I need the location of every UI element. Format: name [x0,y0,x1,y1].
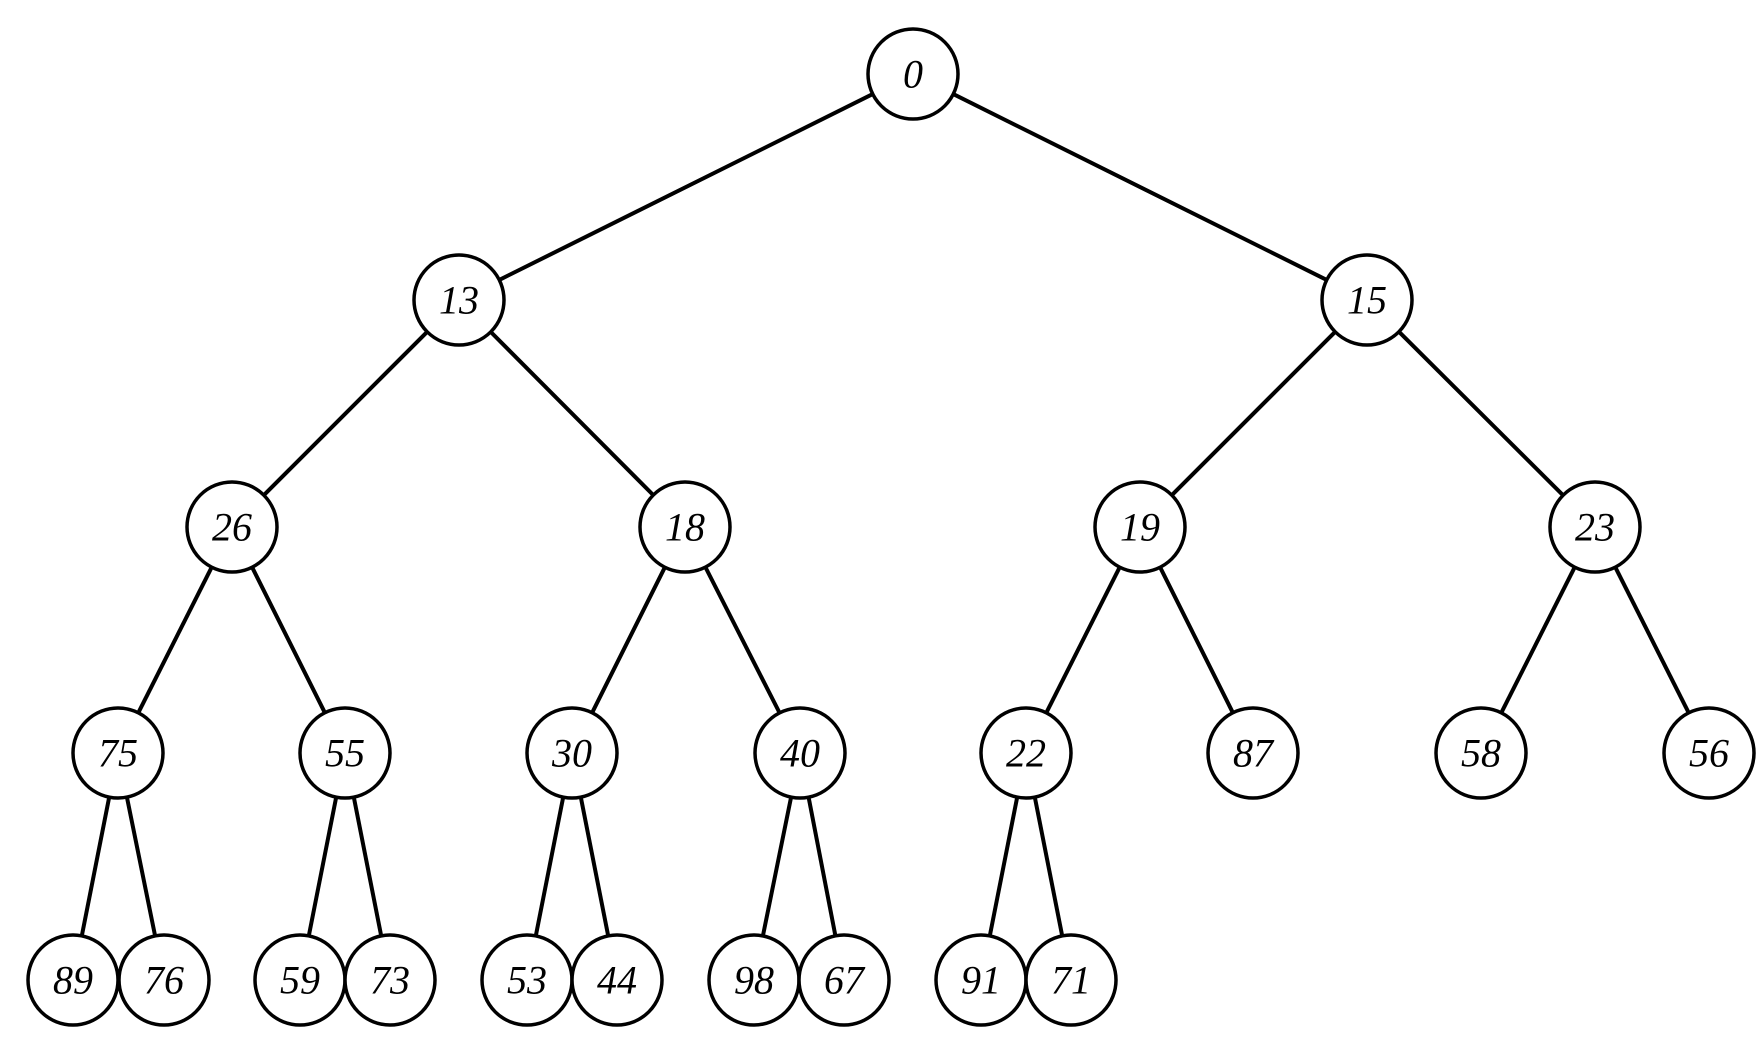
tree-node-53: 53 [480,933,574,1027]
edge-22-71 [1032,796,1065,937]
node-circle [753,706,847,800]
node-label: 22 [1006,731,1046,776]
edge-40-67 [806,796,838,937]
tree-node-22: 22 [979,706,1073,800]
node-label: 19 [1120,505,1160,550]
edge-23-56 [1613,566,1691,714]
node-label: 73 [370,958,410,1003]
edge-19-22 [1044,566,1122,714]
node-label: 59 [280,958,320,1003]
edge-13-18 [489,330,655,497]
node-label: 91 [961,958,1001,1003]
edge-0-13 [498,92,874,282]
node-circle [866,27,960,121]
tree-node-13: 13 [412,253,506,347]
tree-node-30: 30 [525,706,619,800]
node-circle [797,933,891,1027]
node-label: 98 [734,958,774,1003]
node-label: 76 [144,958,184,1003]
tree-node-23: 23 [1548,480,1642,574]
node-circle [343,933,437,1027]
node-circle [412,253,506,347]
node-label: 55 [325,731,365,776]
node-label: 53 [507,958,547,1003]
tree-node-18: 18 [638,480,732,574]
tree-node-73: 73 [343,933,437,1027]
tree-node-59: 59 [253,933,347,1027]
tree-node-75: 75 [71,706,165,800]
edge-0-15 [952,92,1328,282]
tree-node-87: 87 [1206,706,1300,800]
node-label: 67 [824,958,866,1003]
tree-node-44: 44 [570,933,664,1027]
node-circle [525,706,619,800]
node-circle [117,933,211,1027]
edge-75-76 [124,796,158,937]
tree-node-15: 15 [1320,253,1414,347]
node-label: 0 [903,52,923,97]
node-label: 30 [551,731,592,776]
tree-node-71: 71 [1024,933,1118,1027]
edge-30-53 [533,796,566,937]
tree-node-89: 89 [26,933,120,1027]
edge-40-98 [760,796,794,937]
node-label: 13 [439,278,479,323]
tree-node-91: 91 [934,933,1028,1027]
edge-26-75 [136,566,214,714]
node-circle [979,706,1073,800]
node-circle [298,706,392,800]
edges-layer [79,92,1691,937]
node-label: 71 [1051,958,1091,1003]
tree-node-19: 19 [1093,480,1187,574]
tree-node-40: 40 [753,706,847,800]
node-label: 75 [98,731,138,776]
tree-node-26: 26 [185,480,279,574]
edge-15-23 [1397,330,1565,497]
node-circle [570,933,664,1027]
edge-18-40 [703,566,782,714]
edge-30-44 [578,796,611,937]
tree-node-67: 67 [797,933,891,1027]
edge-19-87 [1158,566,1235,714]
tree-node-55: 55 [298,706,392,800]
tree-node-98: 98 [707,933,801,1027]
tree-node-58: 58 [1434,706,1528,800]
node-label: 26 [212,505,252,550]
node-circle [1548,480,1642,574]
node-label: 58 [1461,731,1501,776]
node-label: 44 [597,958,637,1003]
tree-node-0: 0 [866,27,960,121]
node-circle [71,706,165,800]
node-circle [185,480,279,574]
node-circle [1320,253,1414,347]
node-circle [1024,933,1118,1027]
edge-22-91 [987,796,1020,937]
node-circle [1434,706,1528,800]
node-label: 40 [780,731,820,776]
node-circle [1206,706,1300,800]
node-label: 87 [1233,731,1275,776]
edge-13-26 [262,330,429,497]
node-label: 89 [53,958,93,1003]
tree-node-56: 56 [1662,706,1756,800]
node-label: 15 [1347,278,1387,323]
node-circle [1662,706,1756,800]
node-label: 56 [1689,731,1729,776]
edge-55-59 [306,796,339,937]
edge-23-58 [1499,566,1577,714]
edge-15-19 [1170,330,1337,497]
tree-node-76: 76 [117,933,211,1027]
edge-55-73 [351,796,384,937]
edge-18-30 [590,566,667,714]
node-circle [1093,480,1187,574]
nodes-layer: 0 13 15 26 18 19 23 75 55 30 40 22 87 58 56 89 76 59 73 53 4… [26,27,1756,1027]
edge-75-89 [79,796,112,937]
node-label: 23 [1575,505,1615,550]
edge-26-55 [250,566,327,714]
node-label: 18 [665,505,705,550]
node-circle [638,480,732,574]
